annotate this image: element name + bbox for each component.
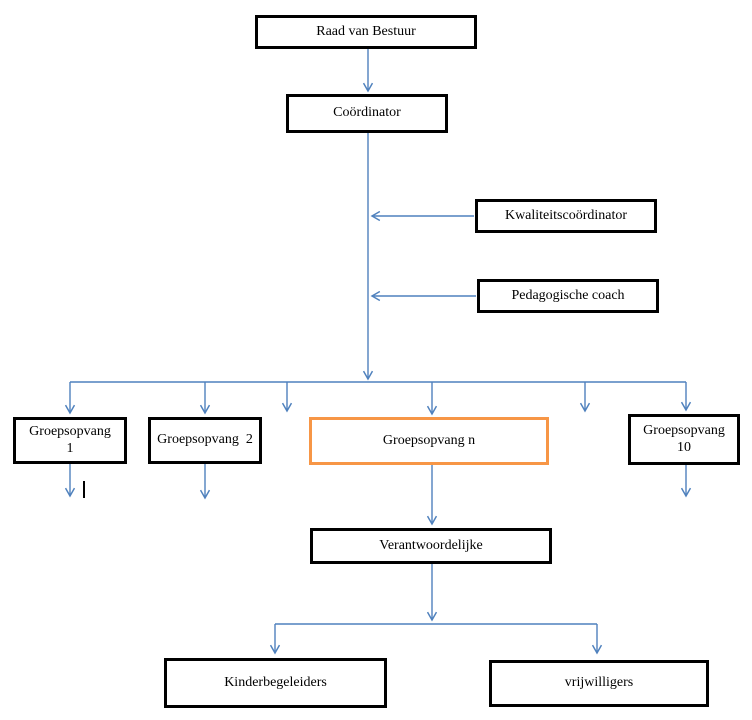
node-groepsopvang-1-label: Groepsopvang 1	[29, 424, 111, 456]
node-groepsopvang-1[interactable]: Groepsopvang 1	[13, 417, 127, 464]
node-kinderbegeleiders[interactable]: Kinderbegeleiders	[164, 658, 387, 708]
text-cursor	[83, 481, 85, 498]
node-groepsopvang-n-label: Groepsopvang n	[382, 432, 476, 448]
node-kwaliteitscoordinator[interactable]: Kwaliteitscoördinator	[475, 199, 657, 233]
node-coordinator-label: Coördinator	[333, 105, 401, 121]
node-kinderbegeleiders-label: Kinderbegeleiders	[224, 674, 327, 690]
node-raad-van-bestuur-label: Raad van Bestuur	[316, 23, 416, 39]
node-raad-van-bestuur[interactable]: Raad van Bestuur	[255, 15, 477, 49]
node-coordinator[interactable]: Coördinator	[286, 94, 448, 133]
node-groepsopvang-10-label: Groepsopvang 10	[643, 423, 725, 455]
node-verantwoordelijke-label: Verantwoordelijke	[379, 537, 483, 553]
node-pedagogische-coach[interactable]: Pedagogische coach	[477, 279, 659, 313]
node-pedagogische-coach-label: Pedagogische coach	[511, 287, 625, 303]
node-groepsopvang-2[interactable]: Groepsopvang 2	[148, 417, 262, 464]
node-verantwoordelijke[interactable]: Verantwoordelijke	[310, 528, 552, 564]
node-vrijwilligers[interactable]: vrijwilligers	[489, 660, 709, 707]
node-groepsopvang-2-label: Groepsopvang 2	[157, 432, 253, 448]
node-groepsopvang-10[interactable]: Groepsopvang 10	[628, 414, 740, 465]
node-groepsopvang-n[interactable]: Groepsopvang n	[309, 417, 549, 465]
node-vrijwilligers-label: vrijwilligers	[564, 675, 634, 691]
node-kwaliteitscoordinator-label: Kwaliteitscoördinator	[504, 207, 628, 223]
